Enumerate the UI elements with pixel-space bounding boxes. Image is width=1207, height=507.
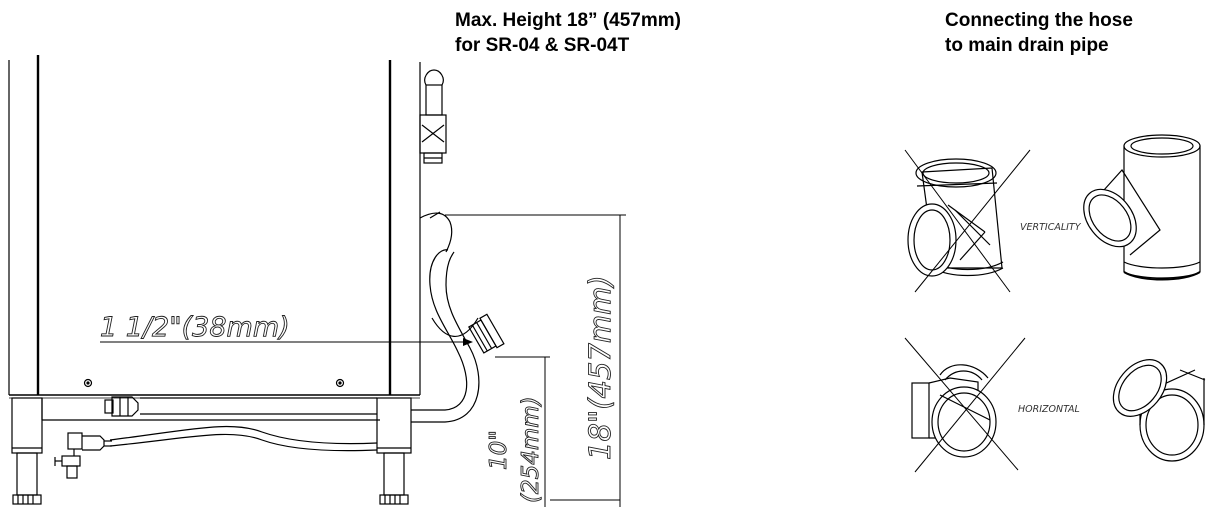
height-10-label-line2: (254mm) bbox=[518, 396, 544, 503]
max-height-title-line2: for SR-04 & SR-04T bbox=[455, 35, 630, 56]
connecting-hose-title-line1: Connecting the hose bbox=[945, 10, 1133, 31]
hose-diameter-label: 1 1/2"(38mm) bbox=[100, 312, 290, 343]
horizontal-label: HORIZONTAL bbox=[1018, 404, 1080, 415]
verticality-label: VERTICALITY bbox=[1020, 222, 1082, 233]
max-height-title: Max. Height 18” (457mm) for SR-04 & SR-0… bbox=[455, 8, 681, 58]
connecting-hose-title-line2: to main drain pipe bbox=[945, 35, 1109, 56]
tee-vertical-wrong bbox=[907, 158, 1004, 277]
max-height-title-line1: Max. Height 18” (457mm) bbox=[455, 10, 681, 31]
height-18-label: 18"(457mm) bbox=[583, 275, 617, 460]
tee-vertical-correct bbox=[1083, 134, 1201, 281]
dimension-labels: 1 1/2"(38mm) 10" (254mm) 18"(457mm) bbox=[100, 275, 618, 504]
tee-horizontal-correct bbox=[1112, 359, 1206, 462]
tee-horizontal-wrong bbox=[911, 364, 997, 458]
tee-horizontal-cross bbox=[904, 337, 1026, 473]
tee-vertical-cross bbox=[904, 149, 1031, 293]
connecting-hose-title: Connecting the hose to main drain pipe bbox=[945, 8, 1133, 58]
height-10-label-line1: 10" bbox=[486, 430, 512, 470]
machine-side-view bbox=[8, 55, 505, 505]
dimension-lines bbox=[100, 214, 626, 507]
